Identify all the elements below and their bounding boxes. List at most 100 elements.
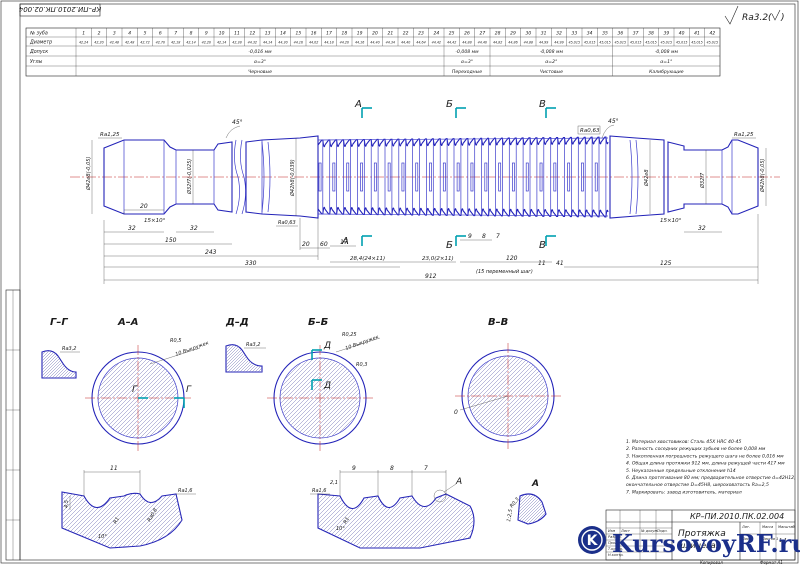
svg-text:7: 7 <box>424 465 428 472</box>
svg-text:60: 60 <box>320 241 328 248</box>
table-cell-tooth-no: 36 <box>617 31 623 37</box>
table-cell-tooth-no: 2 <box>98 31 101 37</box>
svg-text:Ra3,2: Ra3,2 <box>62 346 77 352</box>
svg-text:Ø42e8(-0,05): Ø42e8(-0,05) <box>85 157 92 191</box>
detail-left-profile <box>61 491 183 549</box>
top-annotations: Ra1,25 45° 45° Ra1,25 Ra0,63 <box>98 118 756 139</box>
section-dd-shape <box>225 344 263 373</box>
table-cell-diameter: 45,015 <box>676 41 688 45</box>
svg-text:В: В <box>539 240 546 251</box>
table-cell-diameter: 44,88 <box>462 41 471 45</box>
svg-text:K: K <box>587 533 599 549</box>
svg-text:№ докум.: № докум. <box>640 529 658 533</box>
svg-text:Лист: Лист <box>620 529 631 533</box>
svg-text:Ø42e8: Ø42e8 <box>643 169 650 187</box>
table-cell-diameter: 42,20 <box>202 41 211 45</box>
watermark-logo: K KursovoyRF.ru <box>578 526 800 558</box>
tooth <box>476 137 485 217</box>
table-cell-diameter: 44,99 <box>539 41 548 45</box>
table-cell-diameter: 42,18 <box>171 41 180 45</box>
table-cell-tooth-no: 40 <box>679 31 685 37</box>
table-cell-diameter: 45,015 <box>615 41 627 45</box>
svg-text:8: 8 <box>482 233 486 240</box>
svg-text:10°: 10° <box>98 534 107 540</box>
svg-text:17: 17 <box>340 239 348 246</box>
table-cell-tooth-no: 12 <box>249 31 255 37</box>
table-cell-diameter: 45,015 <box>645 41 657 45</box>
table-cell-tooth-no: 23 <box>418 31 424 37</box>
table-cell-diameter: 45,015 <box>691 41 703 45</box>
table-cell-tooth-no: 5 <box>144 31 147 37</box>
tooth <box>441 138 450 216</box>
table-cell-diameter: 44,88 <box>524 41 533 45</box>
svg-text:R0,25: R0,25 <box>342 332 357 338</box>
svg-text:В: В <box>539 99 546 110</box>
table-cell-tooth-no: 24 <box>433 31 439 37</box>
table-cell-diameter: 45,015 <box>599 41 611 45</box>
technical-notes: 1. Материал хвостовиков: Сталь 45Х НRC 4… <box>626 439 796 495</box>
svg-text:Ra3,2: Ra3,2 <box>246 342 261 348</box>
svg-text:Г: Г <box>186 385 192 395</box>
table-row-label: Углы <box>30 59 43 65</box>
table-cell-diameter: 45,015 <box>661 41 673 45</box>
table-cell-tooth-no: 7 <box>174 31 177 37</box>
svg-text:150: 150 <box>165 237 177 244</box>
svg-text:1:1: 1:1 <box>779 538 787 544</box>
table-cell-tooth-no: 19 <box>357 31 363 37</box>
table-cell-tooth-no: 32 <box>556 31 562 37</box>
table-teeth-cells: 142,24242,20342,48442,48542,72642,70742,… <box>79 28 718 46</box>
svg-text:9: 9 <box>352 465 356 472</box>
top-stamp: КР–ПИ.2010.ПК.02.004 <box>19 3 101 17</box>
svg-text:Ra3.2: Ra3.2 <box>742 13 768 23</box>
svg-text:4,5: 4,5 <box>64 500 70 508</box>
table-cell-tooth-no: 29 <box>510 31 516 37</box>
table-cell-diameter: 44,02 <box>309 41 318 45</box>
table-cell-tolerance: -0,008 мм <box>655 49 679 55</box>
section-dd-title: Д–Д <box>225 317 249 328</box>
svg-text:23,0(2×11): 23,0(2×11) <box>422 256 454 262</box>
table-cell-tooth-no: 17 <box>326 31 332 37</box>
svg-text:Д: Д <box>323 381 331 391</box>
svg-text:Ø42h8(-0,05): Ø42h8(-0,05) <box>759 158 766 193</box>
svg-text:20: 20 <box>140 203 148 210</box>
table-cell-tooth-no: 22 <box>403 31 409 37</box>
note-line: 3. Накопленная погрешность режущего шага… <box>626 453 784 459</box>
tooth <box>455 138 464 216</box>
svg-text:330: 330 <box>245 260 257 267</box>
detail-a-profile <box>517 493 547 525</box>
svg-text:Д: Д <box>323 341 331 351</box>
tooth <box>490 137 499 217</box>
tooth <box>586 136 595 218</box>
table-cell-tooth-no: 10 <box>219 31 225 37</box>
table-cell-diameter: 42,48 <box>110 41 119 45</box>
svg-text:8: 8 <box>390 465 394 472</box>
table-cell-diameter: 44,64 <box>416 41 425 45</box>
table-cell-diameter: 42,72 <box>140 41 149 45</box>
table-cell-diameter: 42,38 <box>232 41 241 45</box>
table-cell-tooth-no: 25 <box>449 31 455 37</box>
table-cell-diameter: 42,20 <box>94 41 103 45</box>
table-cell-diameter: 45,015 <box>569 41 581 45</box>
note-line: 7. Маркировать: завод изготовитель, мате… <box>626 489 742 495</box>
table-cell-tolerance: -0,016 мм <box>248 49 272 55</box>
table-cell-diameter: 44,40 <box>370 41 379 45</box>
svg-text:Протяжка: Протяжка <box>678 529 726 539</box>
svg-text:Ø42h8(-0,039): Ø42h8(-0,039) <box>289 159 296 197</box>
svg-text:Ra1,6: Ra1,6 <box>178 488 193 494</box>
table-cell-tooth-no: 20 <box>372 31 378 37</box>
note-line: 4. Общая длина протяжки 912 мм, длина ре… <box>626 461 785 467</box>
table-cell-diameter: 45,015 <box>584 41 596 45</box>
table-cell-diameter: 44,34 <box>386 41 395 45</box>
svg-text:Лист: Лист <box>741 537 752 541</box>
right-diameter-dims: Ø42h8(-0,05) Ø32f7 Ø42e8 <box>643 140 767 214</box>
table-cell-tooth-no: 39 <box>663 31 669 37</box>
svg-text:КР–ПИ.2010.ПК.02.004: КР–ПИ.2010.ПК.02.004 <box>19 5 101 13</box>
svg-text:Лит.: Лит. <box>741 525 750 529</box>
svg-text:А: А <box>341 236 349 247</box>
table-cell-diameter: 45,015 <box>707 41 719 45</box>
section-markers: А Б В А Б В <box>341 99 556 251</box>
svg-text:11: 11 <box>110 465 118 472</box>
table-cell-tooth-no: 1 <box>82 31 85 37</box>
svg-text:R1: R1 <box>113 516 122 525</box>
